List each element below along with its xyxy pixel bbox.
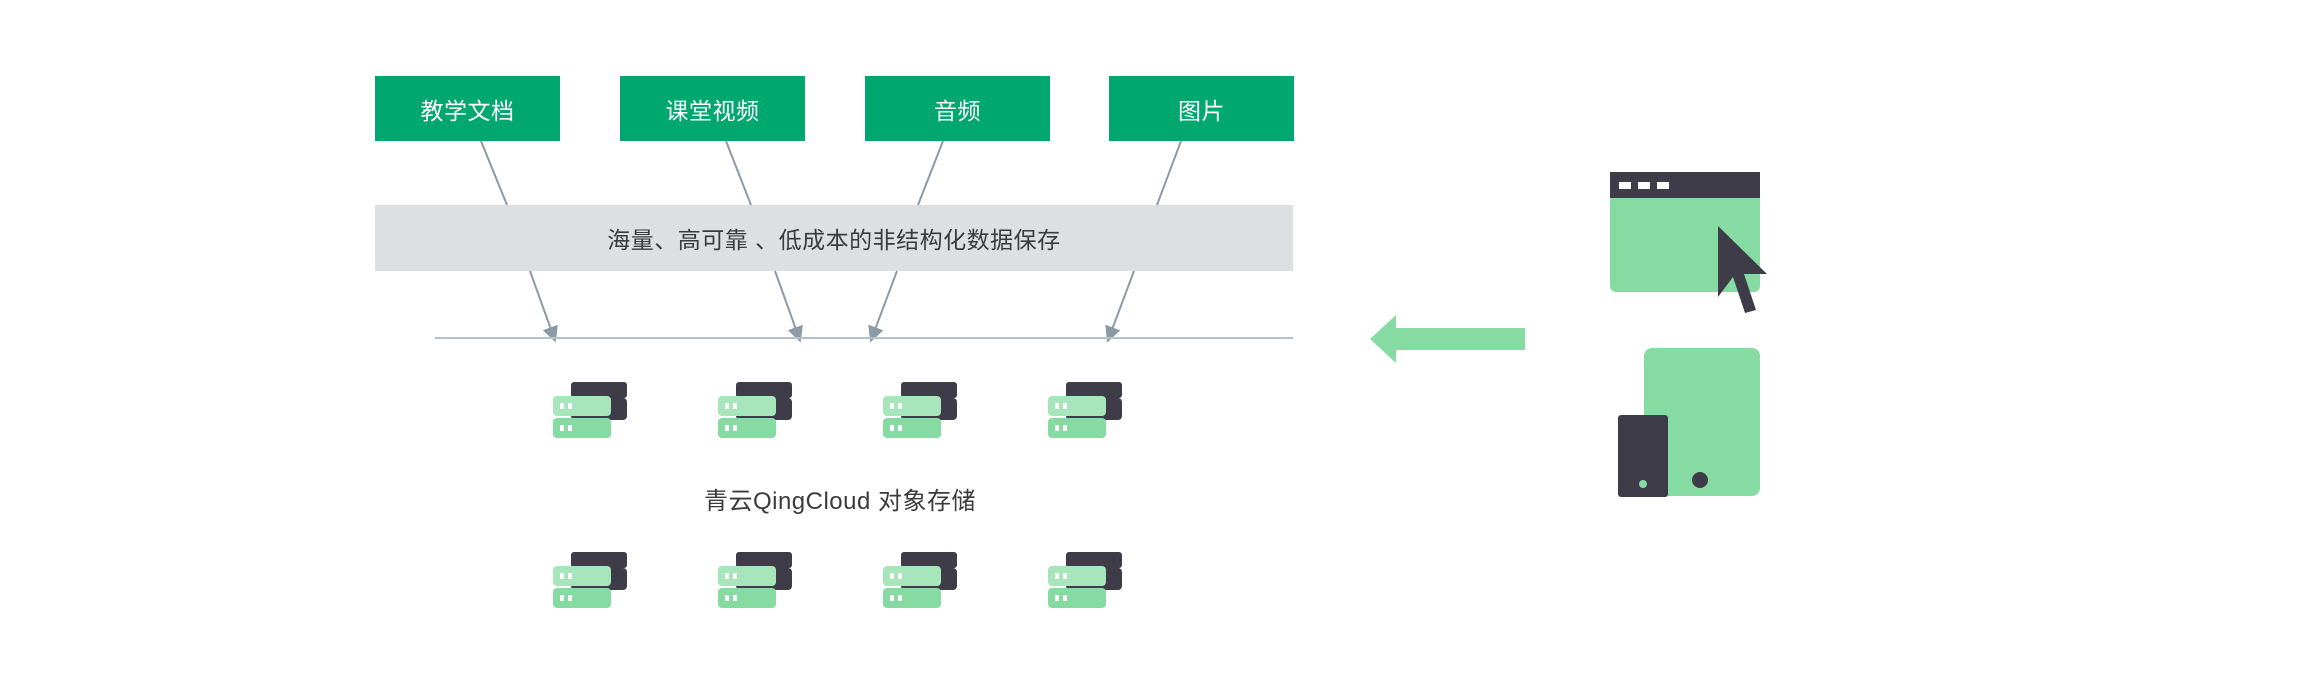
data-type-box-audio: 音频 bbox=[865, 76, 1050, 141]
connector-line-audio-lower bbox=[868, 270, 898, 343]
connector-line-video bbox=[725, 140, 752, 206]
data-type-label: 音频 bbox=[934, 97, 981, 124]
data-type-label: 图片 bbox=[1178, 97, 1225, 124]
server-stack-icon bbox=[553, 552, 627, 616]
connector-line-images bbox=[1156, 140, 1182, 206]
left-arrow-icon bbox=[1370, 315, 1525, 363]
browser-window-with-cursor-icon bbox=[1610, 172, 1767, 313]
object-storage-title-text: 青云QingCloud 对象存储 bbox=[703, 487, 977, 515]
connector-line-docs-lower bbox=[529, 270, 558, 343]
data-type-label: 教学文档 bbox=[420, 97, 515, 124]
server-stack-icon bbox=[718, 382, 792, 446]
server-stack-icon bbox=[1048, 552, 1122, 616]
connector-line-images-lower bbox=[1105, 270, 1135, 343]
data-type-label: 课堂视频 bbox=[665, 97, 760, 124]
tablet-and-phone-icon bbox=[1618, 348, 1760, 497]
object-storage-title: 青云QingCloud 对象存储 bbox=[640, 478, 1040, 518]
server-stack-icon bbox=[883, 382, 957, 446]
feature-banner-text: 海量、高可靠 、低成本的非结构化数据保存 bbox=[607, 227, 1061, 253]
data-type-box-docs: 教学文档 bbox=[375, 76, 560, 141]
data-type-box-images: 图片 bbox=[1109, 76, 1294, 141]
server-stack-icon bbox=[1048, 382, 1122, 446]
connector-line-video-lower bbox=[774, 270, 803, 343]
server-stack-icon bbox=[718, 552, 792, 616]
server-stack-icon bbox=[883, 552, 957, 616]
server-stack-icon bbox=[553, 382, 627, 446]
data-type-box-video: 课堂视频 bbox=[620, 76, 805, 141]
connector-line-audio bbox=[917, 140, 944, 206]
feature-banner: 海量、高可靠 、低成本的非结构化数据保存 bbox=[375, 205, 1293, 271]
connector-line-docs bbox=[480, 140, 508, 206]
